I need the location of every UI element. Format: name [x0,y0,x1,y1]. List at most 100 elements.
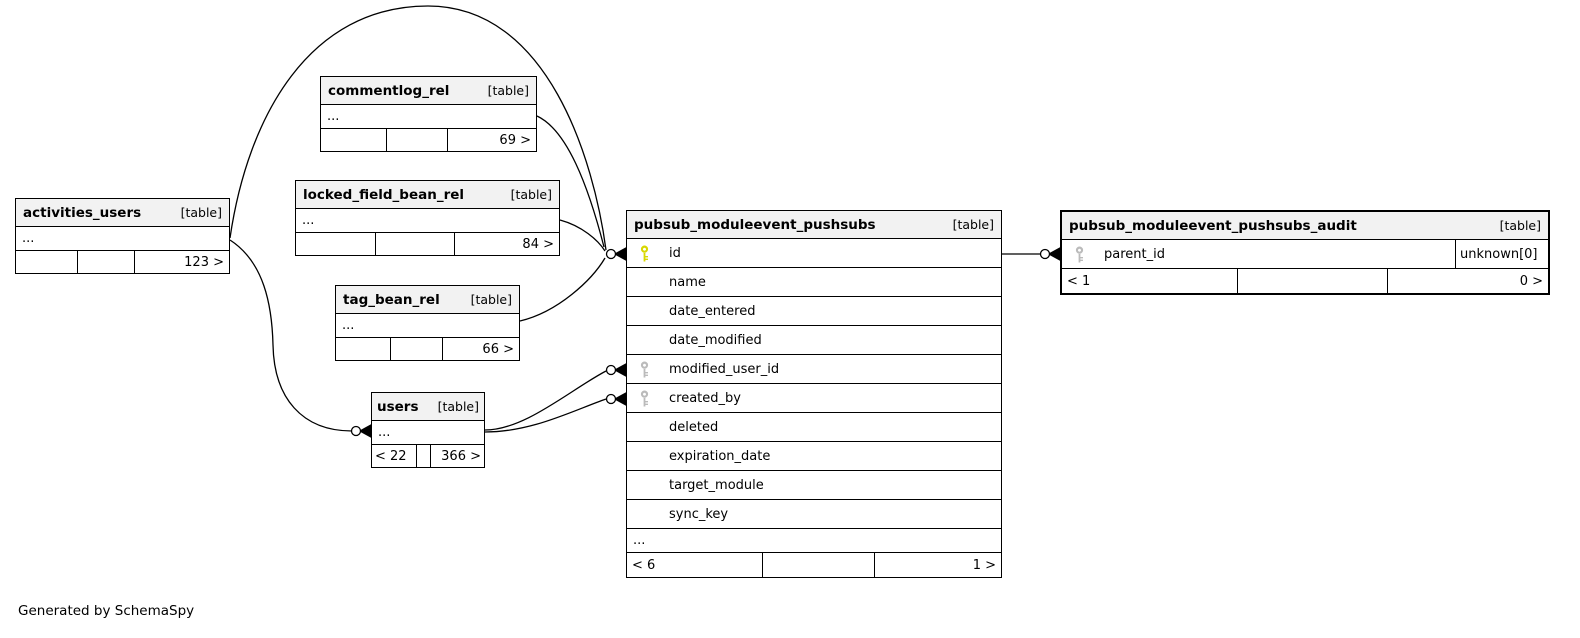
table-name[interactable]: pubsub_moduleevent_pushsubs [634,216,876,233]
parents-count-cell: < 1 [1062,269,1238,293]
column-name: date_entered [669,303,756,319]
column-name: modified_user_id [669,361,780,377]
column-row-date-modified: date_modified [627,326,1001,355]
table-header[interactable]: commentlog_rel [table] [321,77,536,105]
marker-created-by [605,391,627,407]
table-header[interactable]: tag_bean_rel [table] [336,286,519,314]
table-type-label: [table] [1499,218,1541,233]
table-locked-field-bean-rel: locked_field_bean_rel [table] ... 84 > [295,180,560,256]
table-footer: < 6 1 > [627,553,1001,577]
table-header[interactable]: pubsub_moduleevent_pushsubs_audit [table… [1062,212,1548,240]
table-name[interactable]: commentlog_rel [328,82,450,99]
footer-cell [417,445,431,467]
table-type-label: [table] [470,292,512,307]
table-name[interactable]: pubsub_moduleevent_pushsubs_audit [1069,217,1357,234]
footer-cell [391,338,443,360]
table-header[interactable]: users [table] [372,393,484,421]
column-name: date_modified [669,332,762,348]
column-row-deleted: deleted [627,413,1001,442]
table-type-label: [table] [437,399,479,414]
columns-ellipsis: ... [16,227,229,251]
footer-cell [296,233,376,255]
table-name[interactable]: locked_field_bean_rel [303,186,465,203]
table-users: users [table] ... < 22 366 > [371,392,485,468]
table-tag-bean-rel: tag_bean_rel [table] ... 66 > [335,285,520,361]
table-header[interactable]: locked_field_bean_rel [table] [296,181,559,209]
column-row-date-entered: date_entered [627,297,1001,326]
footer-cell [78,251,135,273]
footer-cell [1238,269,1388,293]
footer-cell [16,251,78,273]
column-row-sync-key: sync_key [627,500,1001,529]
column-row-id: id [627,239,1001,268]
columns-ellipsis: ... [296,209,559,233]
foreign-key-icon [639,361,669,378]
children-count-cell: 1 > [972,557,996,573]
footer-cell [387,129,448,151]
table-name[interactable]: tag_bean_rel [343,291,440,308]
column-row-created-by: created_by [627,384,1001,413]
column-name: created_by [669,390,741,406]
column-row-target-module: target_module [627,471,1001,500]
parents-count-cell: < 6 [627,553,763,577]
children-count-cell: 123 > [184,254,224,270]
rel-locked-field-bean-rel-to-pushsubs-id [559,219,606,252]
marker-modified-user-id [605,362,627,378]
rel-activities-users-to-users [229,239,353,432]
table-name[interactable]: users [377,398,419,415]
table-type-label: [table] [180,205,222,220]
children-count-cell: 366 > [441,448,481,464]
column-name: target_module [669,477,764,493]
column-row-name: name [627,268,1001,297]
table-type-label: [table] [952,217,994,232]
table-footer: 123 > [16,251,229,273]
table-footer: < 1 0 > [1062,269,1548,293]
footer-cell [321,129,387,151]
table-footer: 84 > [296,233,559,255]
table-type-label: [table] [510,187,552,202]
footer-cell [336,338,391,360]
columns-ellipsis: ... [336,314,519,338]
column-type: unknown[0] [1455,240,1548,268]
children-count-cell: 66 > [482,341,514,357]
rel-users-to-created-by [484,398,607,433]
rel-commentlog-rel-to-pushsubs-id [536,115,605,248]
table-footer: 69 > [321,129,536,151]
table-activities-users: activities_users [table] ... 123 > [15,198,230,274]
parents-count-cell: < 22 [372,445,417,467]
column-row-parent-id: parent_id unknown[0] [1062,240,1548,269]
column-name: deleted [669,419,719,435]
table-footer: 66 > [336,338,519,360]
table-header[interactable]: pubsub_moduleevent_pushsubs [table] [627,211,1001,239]
rel-tag-bean-rel-to-pushsubs-id [519,257,606,322]
column-name: name [669,274,706,290]
table-name[interactable]: activities_users [23,204,142,221]
column-name: parent_id [1104,246,1165,262]
marker-users [350,423,372,439]
crow-foot-markers [350,246,1061,439]
foreign-key-icon [1074,246,1104,263]
column-row-expiration-date: expiration_date [627,442,1001,471]
children-count-cell: 69 > [499,132,531,148]
rel-users-to-modified-user-id [484,370,607,431]
table-commentlog-rel: commentlog_rel [table] ... 69 > [320,76,537,152]
table-type-label: [table] [487,83,529,98]
table-footer: < 22 366 > [372,445,484,467]
column-name: expiration_date [669,448,771,464]
marker-pushsubs-id [605,246,627,262]
table-pubsub-moduleevent-pushsubs-audit: pubsub_moduleevent_pushsubs_audit [table… [1060,210,1550,295]
table-pubsub-moduleevent-pushsubs: pubsub_moduleevent_pushsubs [table] id n… [626,210,1002,578]
columns-ellipsis: ... [372,421,484,445]
generated-by-note: Generated by SchemaSpy [18,603,195,619]
table-header[interactable]: activities_users [table] [16,199,229,227]
column-name: id [669,245,681,261]
rel-activities-users-to-pushsubs-id [229,5,607,251]
children-count-cell: 84 > [522,236,554,252]
columns-ellipsis: ... [627,529,1001,553]
primary-key-icon [639,245,669,262]
column-name: sync_key [669,506,729,522]
footer-cell [376,233,455,255]
marker-audit-parent-id [1039,246,1061,262]
